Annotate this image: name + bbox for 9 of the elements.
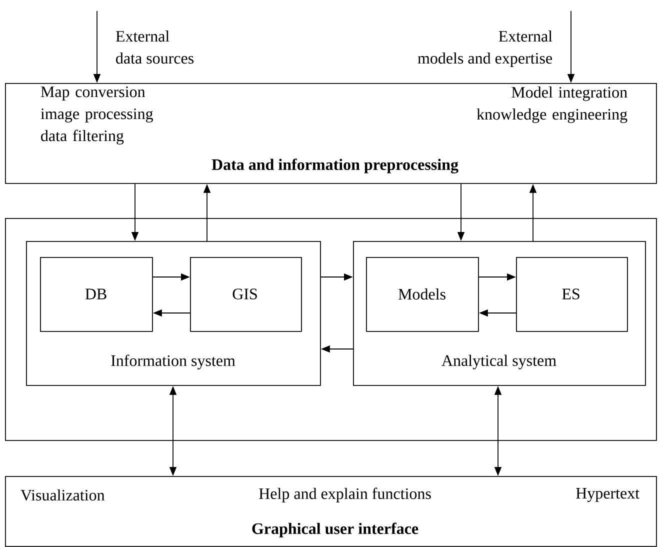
component-box: Models bbox=[366, 257, 479, 332]
component-box: GIS bbox=[190, 257, 302, 332]
input-label: External models and expertise bbox=[418, 30, 552, 67]
input-label: External data sources bbox=[116, 30, 194, 64]
process-box: Map conversion image processing data filtering Model integration knowledge engineering Data and information preprocessing bbox=[5, 83, 657, 184]
interface-box: Visualization Help and explain functions Hypertext Graphical user interface bbox=[5, 476, 657, 547]
component-box: ES bbox=[516, 257, 628, 332]
component-box: DB bbox=[40, 257, 153, 332]
container-box bbox=[5, 218, 657, 441]
